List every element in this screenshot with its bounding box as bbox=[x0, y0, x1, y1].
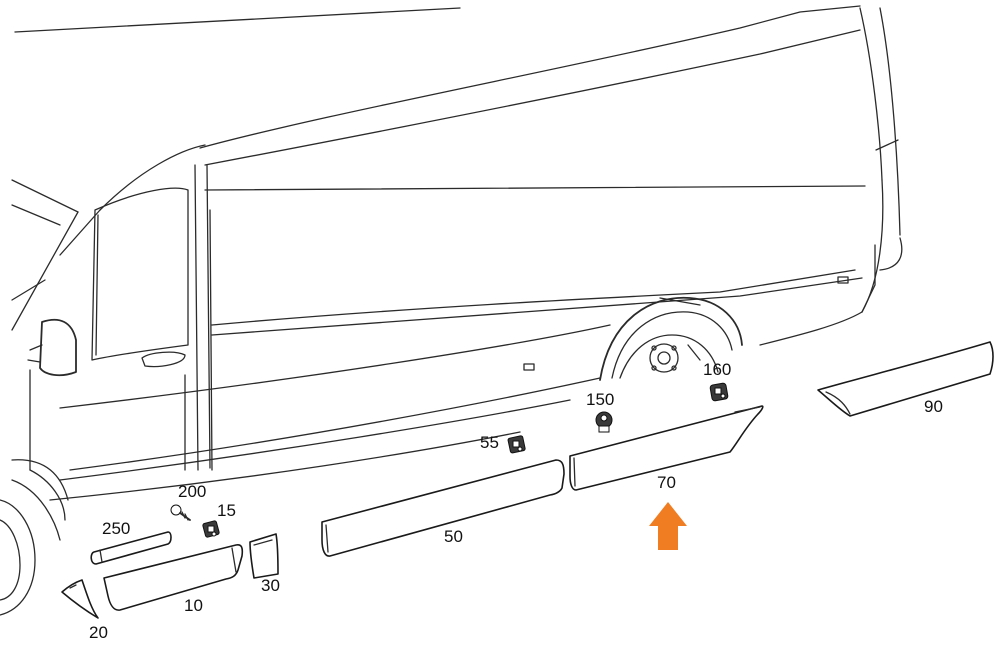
part-30-trim-piece bbox=[249, 533, 279, 579]
label-15: 15 bbox=[217, 501, 236, 520]
highlight-arrow-icon bbox=[649, 502, 687, 550]
part-250-rod bbox=[90, 531, 172, 565]
label-10: 10 bbox=[184, 596, 203, 615]
label-90: 90 bbox=[924, 397, 943, 416]
clip-150-icon bbox=[595, 411, 613, 433]
screw-200-icon bbox=[170, 504, 191, 521]
label-150: 150 bbox=[586, 390, 614, 409]
part-70-rear-side-molding bbox=[569, 405, 764, 491]
label-200: 200 bbox=[178, 482, 206, 501]
van-body-outline bbox=[0, 5, 903, 616]
part-50-side-molding bbox=[321, 459, 565, 557]
clip-15-icon bbox=[202, 520, 220, 538]
clip-55-icon bbox=[507, 435, 526, 454]
part-90-rear-corner-molding bbox=[817, 341, 994, 417]
part-10-door-molding bbox=[103, 544, 244, 611]
part-20-front-corner-molding bbox=[61, 579, 99, 619]
label-250: 250 bbox=[102, 519, 130, 538]
clip-160-icon bbox=[709, 382, 729, 402]
label-70: 70 bbox=[657, 473, 676, 492]
label-50: 50 bbox=[444, 527, 463, 546]
label-30: 30 bbox=[261, 576, 280, 595]
label-55: 55 bbox=[480, 433, 499, 452]
label-20: 20 bbox=[89, 623, 108, 642]
label-160: 160 bbox=[703, 360, 731, 379]
